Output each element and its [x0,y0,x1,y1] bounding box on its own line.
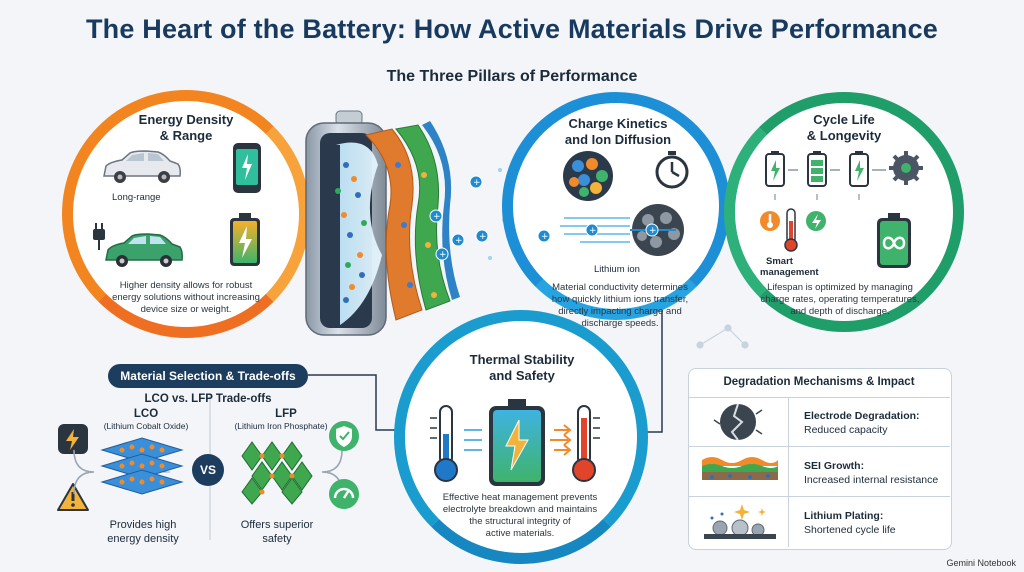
smart-label-line1: Smart [766,256,793,267]
degradation-vdivider [788,398,789,547]
cold-thermometer-icon [430,405,458,482]
thermal-title-line1: Thermal Stability [469,352,575,367]
material-selection-pill: Material Selection & Trade-offs [108,364,308,388]
svg-text:+: + [455,236,463,246]
lco-description: Provides high energy density [88,518,198,546]
ion-flow-icon: + + + [537,204,684,256]
energy-body-line2: energy solutions without increasing [112,292,260,303]
charge-body-line4: discharge speeds. [581,318,659,329]
energy-density-panel [62,90,310,338]
safety-gauge-icons [329,421,359,509]
charge-title-line1: Charge Kinetics [568,116,668,131]
sei-layer-icon [702,457,778,480]
energy-density-title: Energy Density & Range [126,112,246,144]
cycle-life-panel [724,92,964,332]
lithium-ion-label: Lithium ion [594,264,640,275]
car-icon [103,150,181,183]
watermark: Gemini Notebook [946,558,1016,568]
thermal-battery-icon [489,399,545,486]
battery-cycle-icons [765,151,923,200]
cycle-title-line2: & Longevity [806,128,882,143]
lfp-full-name: (Lithium Iron Phosphate) [234,421,328,431]
charge-body-line1: Material conductivity determines [552,282,688,293]
svg-text:+: + [589,226,597,236]
lfp-desc-line2: safety [262,533,292,545]
lfp-name: LFP [275,408,297,420]
infinity-battery-icon [877,213,911,268]
degradation-name: Electrode Degradation: [804,410,920,422]
lco-layered-structure [100,437,184,495]
energy-title-line2: & Range [159,128,213,143]
thermal-body-line3: the structural integrity of [469,516,571,527]
hot-thermometer-icon [572,405,600,482]
energy-density-description: Higher density allows for robust energy … [96,280,276,316]
thermometer-shield-icons [760,208,826,252]
cycle-body-line1: Lifespan is optimized by managing [767,282,913,293]
degradation-name: Lithium Plating: [804,510,884,522]
lithium-plating-icon [704,504,776,539]
battery-cell-illustration [305,110,460,336]
cycle-body-line2: charge rates, operating temperatures, [760,294,920,305]
thermal-stability-title: Thermal Stability and Safety [452,352,592,384]
svg-text:+: + [473,178,481,188]
degradation-divider [689,496,950,497]
svg-text:+: + [433,212,441,222]
charge-title-line2: and Ion Diffusion [564,132,672,147]
degradation-panel [688,368,952,550]
degradation-impact: Reduced capacity [804,424,888,436]
degradation-impact: Increased internal resistance [804,474,939,486]
plug-icon [93,223,105,250]
vs-badge: VS [192,454,224,486]
battery-charging-icon [230,213,260,266]
svg-text:+: + [649,226,657,236]
lco-desc-line2: energy density [107,533,179,545]
long-range-label: Long-range [112,192,161,203]
energy-title-line1: Energy Density [138,112,234,127]
heat-arrows-icon [464,424,572,456]
degradation-divider [689,397,950,398]
cracked-particle-icon [713,403,763,441]
charge-kinetics-description: Material conductivity determines how qui… [540,282,700,330]
lco-desc-line1: Provides high [109,519,177,531]
section-subtitle: The Three Pillars of Performance [386,68,638,85]
cycle-life-title: Cycle Life & Longevity [794,112,894,144]
svg-text:+: + [479,232,487,242]
degradation-title: Degradation Mechanisms & Impact [723,376,915,388]
energy-body-line1: Higher density allows for robust [119,280,253,291]
lfp-desc-line1: Offers superior [240,519,314,531]
thermal-body-line1: Effective heat management prevents [442,492,598,503]
svg-text:+: + [541,232,549,242]
charge-body-line3: directly impacting charge and [558,306,682,317]
lco-connector [73,449,95,495]
thermal-title-line2: and Safety [489,368,555,383]
thermal-body-line2: electrolyte breakdown and maintains [442,504,598,515]
degradation-divider [689,446,950,447]
cycle-body-line3: and depth of discharge. [790,306,890,317]
thermal-stability-description: Effective heat management prevents elect… [432,492,608,540]
thermal-body-line4: active materials. [485,528,555,539]
stopwatch-icon [655,151,689,189]
svg-text:+: + [439,250,447,260]
tradeoffs-heading: LCO vs. LFP Trade-offs [144,393,272,405]
charge-body-line2: how quickly lithium ions transfer, [551,294,689,305]
cycle-title-line1: Cycle Life [813,112,875,127]
degradation-impact: Shortened cycle life [804,524,896,536]
lfp-description: Offers superior safety [222,518,332,546]
smartphone-icon [233,143,261,193]
smart-management-label: Smart management [760,256,819,278]
particle-cluster-icon [563,151,613,201]
charge-kinetics-panel [502,92,730,320]
energy-warning-icons [57,424,89,511]
energy-body-line3: device size or weight. [140,304,232,315]
charge-kinetics-title: Charge Kinetics and Ion Diffusion [560,116,676,148]
lco-full-name: (Lithium Cobalt Oxide) [103,421,189,431]
degradation-name: SEI Growth: [804,460,865,472]
cycle-life-description: Lifespan is optimized by managing charge… [750,282,930,318]
thermal-stability-panel [394,310,648,564]
smart-label-line2: management [760,267,819,278]
electric-car-icon [105,233,183,267]
lfp-crystal-structure [241,441,313,505]
lco-name: LCO [133,408,159,420]
page-title: The Heart of the Battery: How Active Mat… [85,14,939,44]
